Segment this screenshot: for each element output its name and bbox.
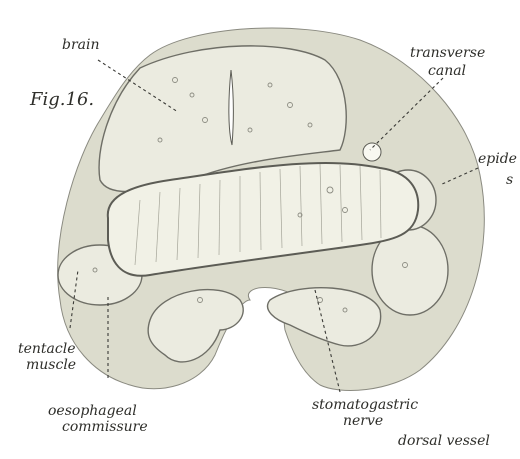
dorsal-vessel-label: dorsal vessel xyxy=(398,434,490,449)
oesophageal-commissure-label-line1: oesophageal xyxy=(48,404,137,419)
stomatogastric-nerve-label-line2: nerve xyxy=(343,414,383,429)
stomatogastric-nerve-label-line1: stomatogastric xyxy=(312,398,418,413)
tentacle-muscle-label-line1: tentacle xyxy=(18,342,76,357)
tentacle-muscle-label-line2: muscle xyxy=(26,358,76,373)
lower-right-fold xyxy=(268,288,381,346)
transverse-canal-lumen xyxy=(363,143,381,161)
brain-label: brain xyxy=(62,38,100,53)
s-fragment-label: s xyxy=(506,173,513,188)
oesophageal-commissure-label-line2: commissure xyxy=(62,420,148,435)
epidermis-label: epide xyxy=(478,152,517,167)
figure-number: Fig.16. xyxy=(30,92,94,107)
transverse-canal-label-line2: canal xyxy=(428,64,466,79)
transverse-canal-label-line1: transverse xyxy=(410,46,485,61)
